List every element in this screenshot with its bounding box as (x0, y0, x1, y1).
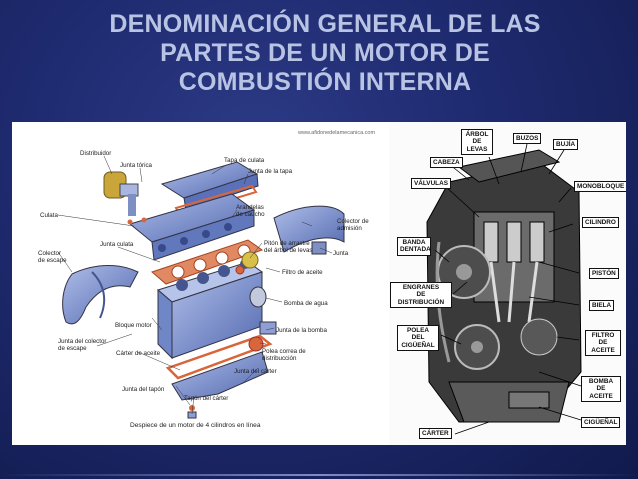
label-tapon-carter: Tapón del cárter (184, 395, 229, 402)
tag-monobloque: MONOBLOQUE (574, 181, 626, 193)
tag-polea-cigueñal: POLEA DEL CIGÜEÑAL (397, 325, 439, 352)
exploded-engine-diagram: www.afidonedelamecanica.com Distribuidor… (12, 122, 389, 445)
label-junta-colector-escape: Junta del colector de escape (58, 338, 107, 352)
label-junta-bomba: Junta de la bomba (276, 327, 327, 334)
tag-cigueñal: CIGÜEÑAL (581, 417, 621, 429)
tag-arbol-levas: ÁRBOL DE LEVAS (461, 129, 493, 156)
label-junta-tapon: Junta del tapón (122, 386, 165, 393)
slide-title: DENOMINACIÓN GENERAL DE LAS PARTES DE UN… (30, 10, 620, 97)
label-junta: Junta (333, 250, 349, 257)
tag-engranes: ENGRANES DE DISTRIBUCIÓN (390, 282, 452, 309)
engine-body-drawing (426, 149, 582, 423)
tag-valvulas: VÁLVULAS (411, 178, 451, 190)
tag-buzos: BUZOS (513, 133, 542, 145)
title-line-2: PARTES DE UN MOTOR DE (160, 39, 490, 67)
filter-part (241, 251, 259, 269)
label-carter-aceite: Cárter de aceite (116, 350, 161, 357)
tag-leader-lines (434, 143, 582, 435)
exhaust-manifold-part (62, 265, 139, 325)
cylinder-head-part (128, 193, 256, 261)
label-junta-torica: Junta tórica (120, 162, 152, 169)
label-colector-admision: Colector de admisión (337, 218, 369, 232)
label-bomba-agua: Bomba de agua (284, 300, 328, 307)
tag-cabeza: CABEZA (430, 157, 463, 169)
label-polea-correa: Polea correa de distribucción (262, 348, 306, 362)
label-piston-arrastre: Pitón de arrastre del árbol de levas (264, 240, 313, 254)
tag-bujia: BUJÍA (553, 139, 579, 151)
tag-bomba-aceite: BOMBA DE ACEITE (581, 376, 621, 403)
tag-banda-dentada: BANDA DENTADA (397, 237, 431, 256)
source-website: www.afidonedelamecanica.com (298, 130, 376, 136)
engine-cutaway-illustration (426, 143, 582, 435)
label-colector-escape: Colector de escape (38, 250, 67, 264)
title-line-3: COMBUSTIÓN INTERNA (178, 68, 472, 96)
label-junta-tapa: Junta de la tapa (248, 168, 293, 175)
label-bloque-motor: Bloque motor (115, 322, 152, 329)
exploded-engine-illustration (57, 155, 345, 419)
tag-carter: CÁRTER (419, 428, 452, 440)
tag-biela: BIELA (589, 300, 615, 312)
tag-filtro-aceite: FILTRO DE ACEITE (585, 330, 621, 357)
intake-manifold-part (273, 205, 345, 255)
tag-cilindro: CILINDRO (582, 217, 619, 229)
label-tapa-culata: Tapa de culata (224, 157, 265, 164)
label-arandelas: Arandelas de caucho (236, 204, 265, 218)
label-filtro-aceite: Filtro de aceite (282, 269, 323, 276)
title-line-1: DENOMINACIÓN GENERAL DE LAS (109, 10, 541, 38)
label-culata: Culata (40, 212, 58, 219)
distributor-part (103, 171, 139, 216)
head-gasket-part (151, 239, 264, 285)
diagram-caption: Despiece de un motor de 4 cilindros en l… (130, 422, 261, 429)
slide-bottom-accent (0, 474, 638, 476)
tag-piston: PISTÓN (589, 268, 619, 280)
engine-cutaway-diagram: ÁRBOL DE LEVAS BUZOS BUJÍA CABEZA VÁLVUL… (389, 122, 626, 445)
label-distribuidor: Distribuidor (80, 150, 112, 157)
label-junta-carter: Junta del cárter (234, 368, 277, 375)
label-junta-culata: Junta culata (100, 241, 134, 248)
